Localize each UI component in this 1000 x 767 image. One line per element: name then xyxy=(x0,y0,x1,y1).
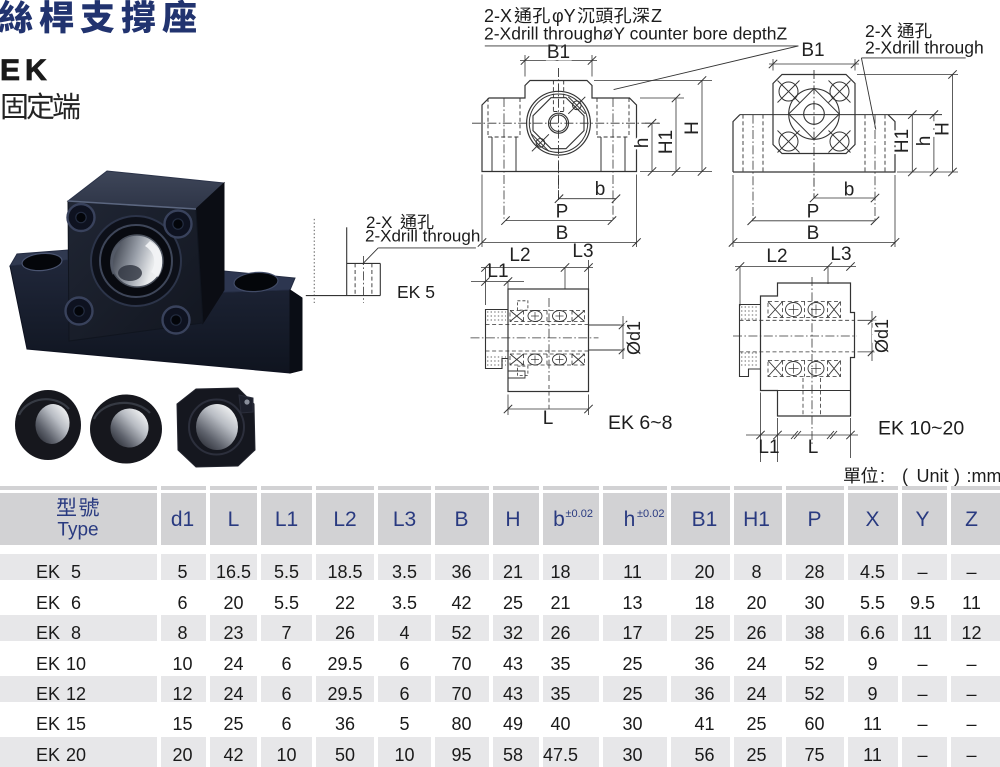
svg-text:EK 5: EK 5 xyxy=(397,282,435,302)
svg-text:H1: H1 xyxy=(656,130,677,154)
svg-text:2-Xdrill through: 2-Xdrill through xyxy=(365,227,480,246)
svg-text:Type: Type xyxy=(57,520,98,541)
svg-text:H: H xyxy=(505,508,520,531)
svg-text:L: L xyxy=(808,437,819,458)
svg-text:B: B xyxy=(556,223,569,244)
svg-text:±0.02: ±0.02 xyxy=(637,508,664,520)
svg-text:Z: Z xyxy=(965,508,978,531)
svg-text:(: ( xyxy=(902,466,908,486)
svg-text:B1: B1 xyxy=(692,508,718,531)
svg-text:EK 6~8: EK 6~8 xyxy=(608,412,673,434)
svg-text:Unit: Unit xyxy=(916,466,948,486)
svg-text:P: P xyxy=(556,202,569,223)
svg-text:H1: H1 xyxy=(892,129,913,153)
svg-text:EK 10~20: EK 10~20 xyxy=(878,418,964,440)
svg-text:b: b xyxy=(595,179,606,200)
svg-text:P: P xyxy=(807,202,820,223)
svg-text:L1: L1 xyxy=(758,437,779,458)
svg-text:h: h xyxy=(624,508,636,531)
svg-text:b: b xyxy=(553,508,565,531)
svg-text::mm: :mm xyxy=(967,466,1000,486)
svg-text:Ød1: Ød1 xyxy=(624,321,644,355)
svg-text:H1: H1 xyxy=(743,508,770,531)
svg-text:h: h xyxy=(632,138,653,149)
svg-text:H: H xyxy=(933,122,954,136)
svg-text:L2: L2 xyxy=(509,245,530,266)
svg-text:2-Xdrill through: 2-Xdrill through xyxy=(865,38,984,58)
svg-text:L1: L1 xyxy=(275,508,298,531)
svg-text:L2: L2 xyxy=(333,508,356,531)
svg-text::: : xyxy=(880,466,885,486)
svg-text:X: X xyxy=(865,508,879,531)
svg-text:EK: EK xyxy=(0,54,52,87)
svg-text:d1: d1 xyxy=(171,508,194,531)
svg-text:H: H xyxy=(682,121,703,135)
svg-text:2-X: 2-X xyxy=(484,6,512,26)
svg-text:2-X: 2-X xyxy=(865,21,893,41)
svg-text:): ) xyxy=(954,466,960,486)
svg-text:B: B xyxy=(807,223,820,244)
svg-text:2-Xdrill throughøY counter bor: 2-Xdrill throughøY counter bore depthZ xyxy=(484,24,787,44)
svg-text:L3: L3 xyxy=(830,244,851,265)
svg-text:B1: B1 xyxy=(547,42,570,63)
svg-text:L1: L1 xyxy=(487,261,508,282)
svg-text:h: h xyxy=(914,136,935,147)
svg-text:L: L xyxy=(228,508,240,531)
svg-text:L3: L3 xyxy=(572,241,593,262)
svg-text:Y: Y xyxy=(915,508,929,531)
svg-text:L3: L3 xyxy=(393,508,416,531)
svg-text:b: b xyxy=(844,180,855,201)
svg-text:φY: φY xyxy=(552,6,576,26)
svg-text:B1: B1 xyxy=(801,40,824,61)
svg-text:P: P xyxy=(807,508,821,531)
svg-text:±0.02: ±0.02 xyxy=(566,508,593,520)
svg-text:Z: Z xyxy=(651,6,662,26)
svg-text:L2: L2 xyxy=(766,246,787,267)
svg-text:B: B xyxy=(454,508,468,531)
svg-text:L: L xyxy=(543,408,554,429)
svg-text:2-X: 2-X xyxy=(366,213,392,232)
svg-text:Ød1: Ød1 xyxy=(872,319,892,353)
